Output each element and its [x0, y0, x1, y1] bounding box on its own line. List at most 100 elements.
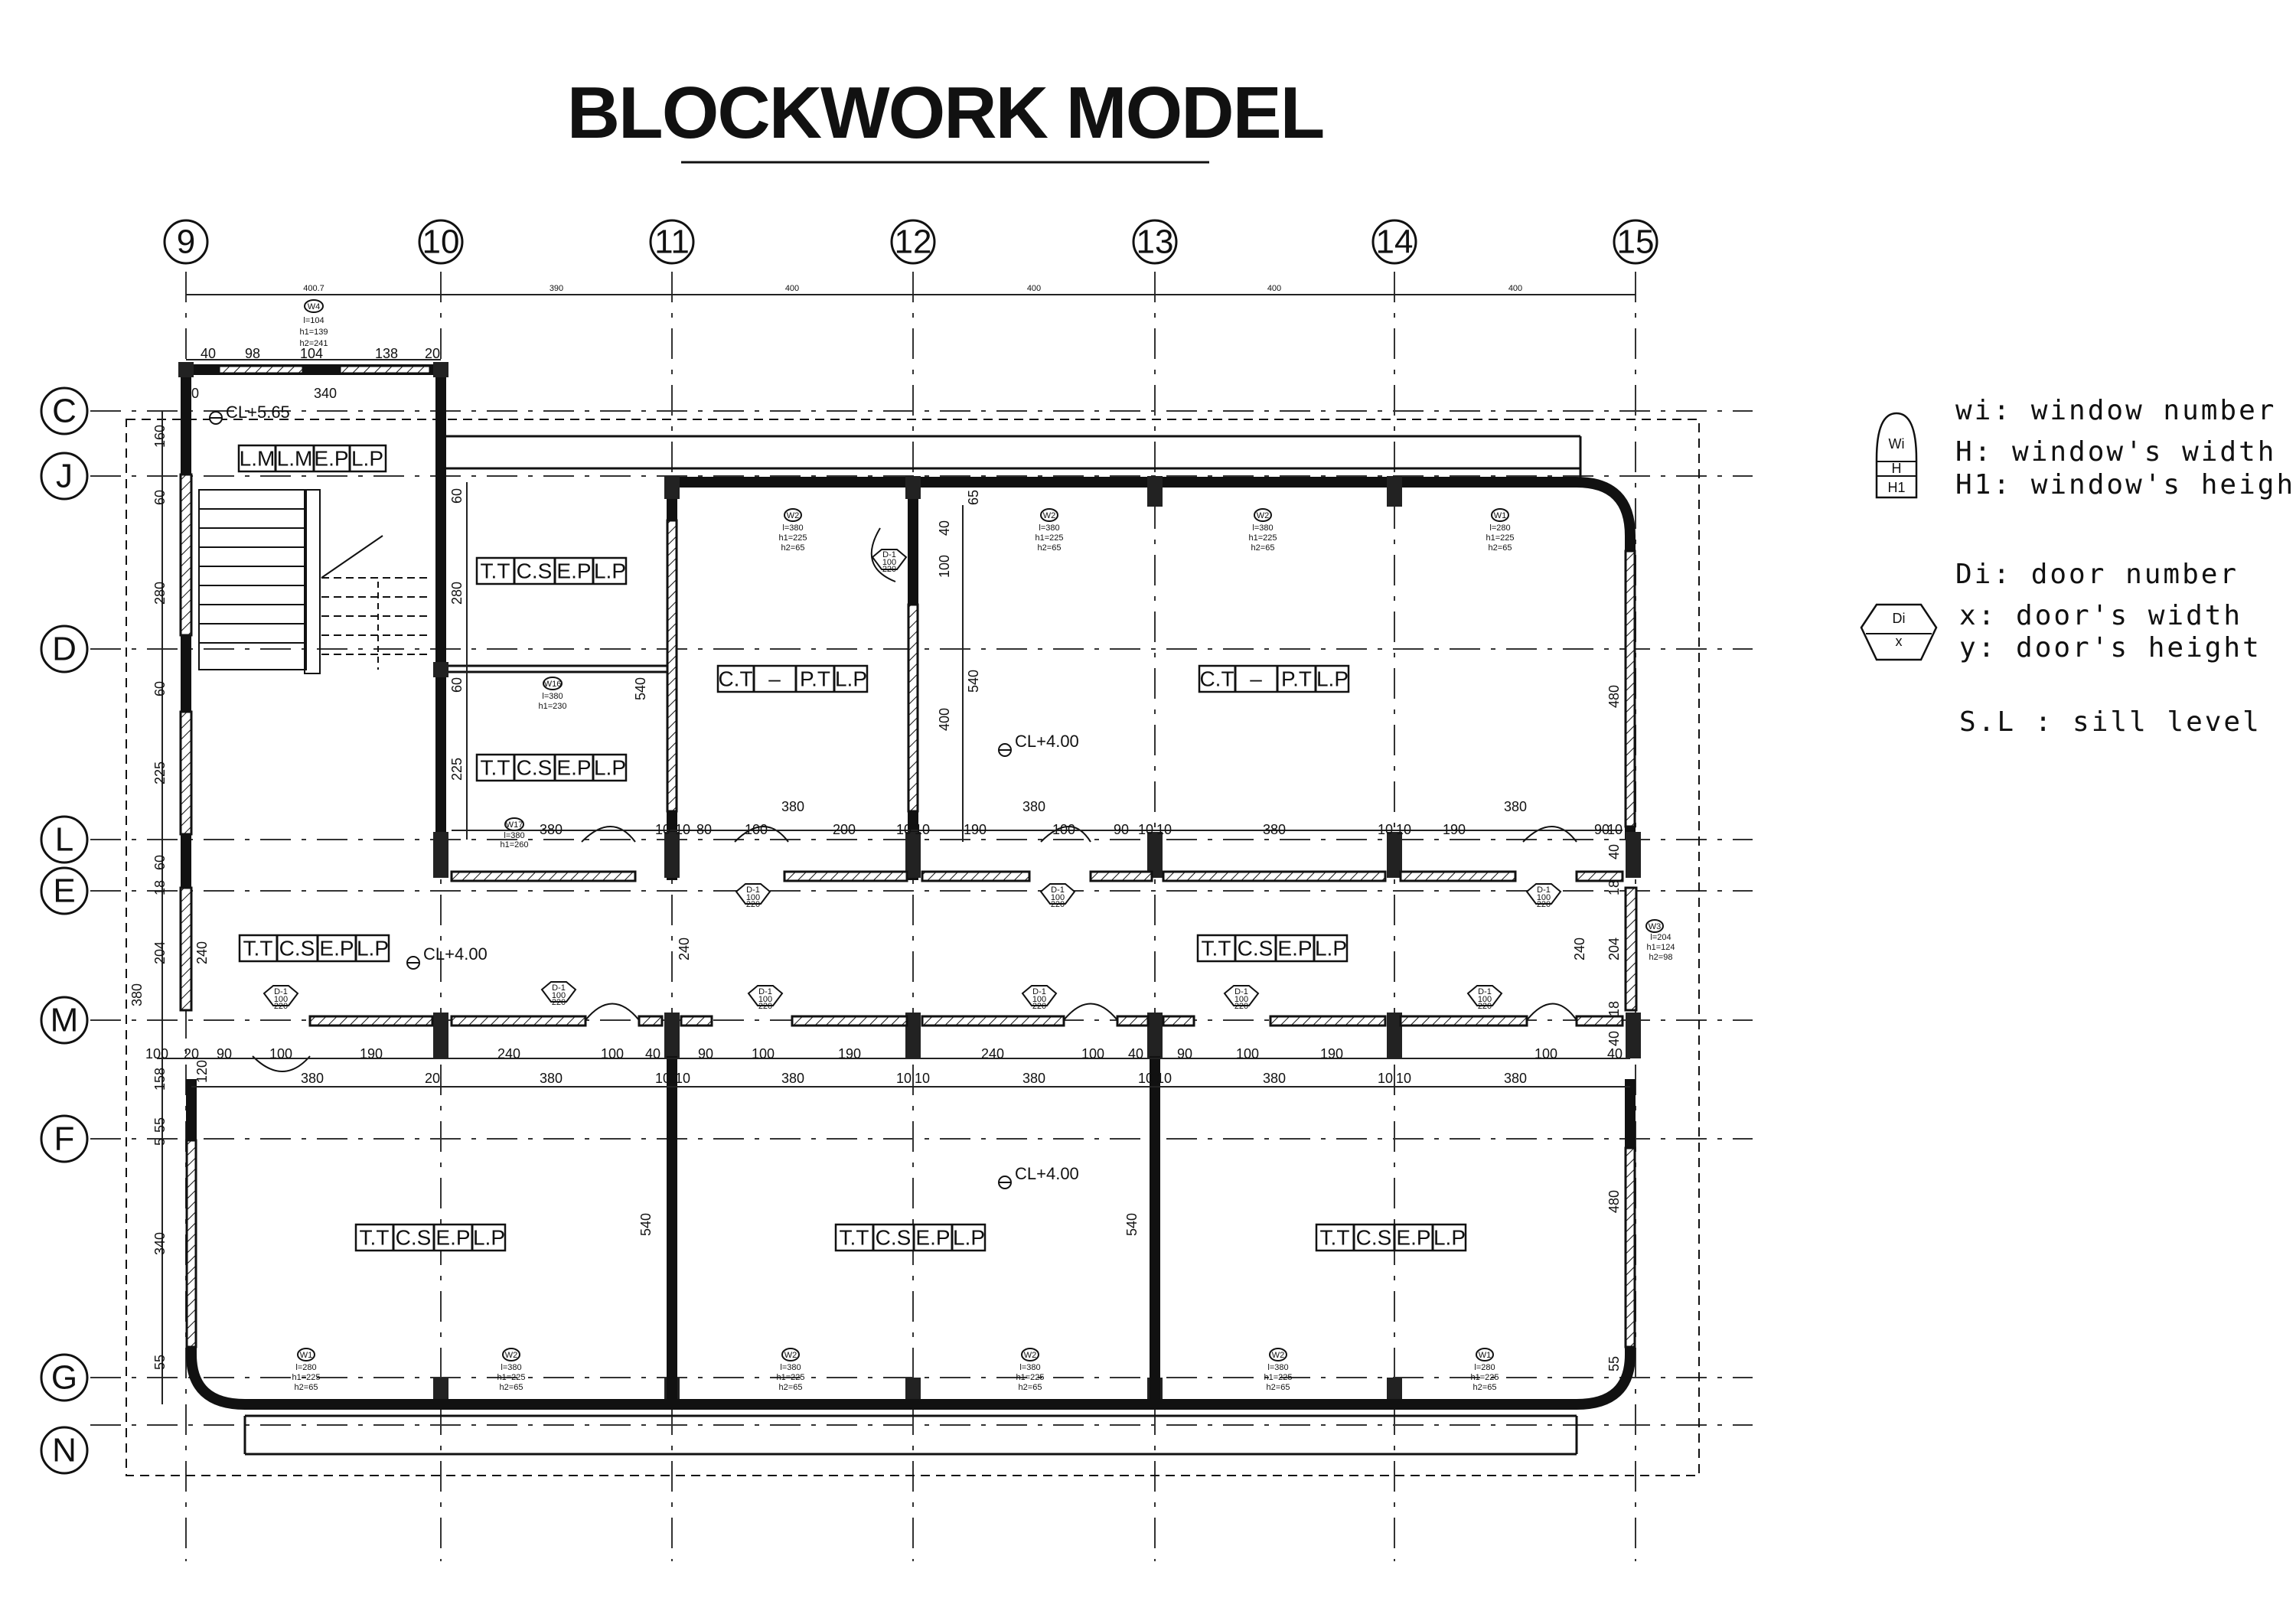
svg-text:80: 80: [696, 822, 712, 837]
svg-text:20: 20: [425, 346, 440, 361]
grid-label-C: C: [52, 393, 77, 430]
svg-text:CL+4.00: CL+4.00: [1015, 1164, 1079, 1183]
svg-text:40: 40: [1606, 844, 1622, 859]
grid-label-G: G: [51, 1359, 77, 1397]
svg-text:60: 60: [449, 488, 465, 504]
svg-text:90: 90: [1594, 822, 1609, 837]
vertical-gridlines: [185, 272, 1636, 1561]
svg-text:60: 60: [449, 677, 465, 693]
svg-text:400: 400: [785, 284, 799, 293]
svg-text:540: 540: [1124, 1213, 1140, 1236]
grid-label-10: 10: [422, 223, 460, 261]
svg-text:D-1: D-1: [758, 987, 772, 996]
svg-text:100: 100: [269, 1046, 292, 1061]
svg-text:100: 100: [1052, 822, 1075, 837]
svg-text:l=280: l=280: [1474, 1363, 1495, 1372]
lower-walls: [185, 1056, 1636, 1456]
svg-text:158: 158: [152, 1068, 168, 1091]
room-labels: L.M L.M E.P L.P T.T C.S E.P L.P T.T C.S …: [237, 444, 1467, 1252]
svg-text:l=280: l=280: [1489, 523, 1510, 533]
svg-text:L.M: L.M: [277, 447, 313, 471]
svg-text:h1=230: h1=230: [538, 702, 566, 711]
svg-text:h1=139: h1=139: [299, 328, 328, 337]
svg-text:D-1: D-1: [1051, 885, 1065, 895]
svg-text:10: 10: [1378, 1071, 1393, 1086]
svg-text:L.P: L.P: [1433, 1226, 1466, 1250]
svg-text:D-1: D-1: [1032, 987, 1046, 996]
svg-text:100: 100: [1234, 995, 1248, 1004]
svg-text:Di: Di: [1893, 611, 1906, 626]
svg-text:h2=65: h2=65: [779, 1383, 803, 1392]
svg-text:380: 380: [781, 799, 804, 814]
svg-text:h1=225: h1=225: [1486, 533, 1514, 543]
svg-text:T.T: T.T: [360, 1226, 390, 1250]
svg-text:100: 100: [601, 1046, 624, 1061]
svg-text:D-1: D-1: [882, 550, 896, 559]
svg-text:55: 55: [152, 1355, 168, 1370]
svg-text:380: 380: [1504, 799, 1527, 814]
svg-text:40: 40: [1606, 1031, 1622, 1046]
svg-text:L.P: L.P: [473, 1226, 505, 1250]
svg-text:10: 10: [675, 1071, 690, 1086]
svg-text:200: 200: [833, 822, 856, 837]
svg-text:100: 100: [552, 991, 566, 1000]
svg-text:40: 40: [1128, 1046, 1143, 1061]
svg-text:160: 160: [152, 425, 168, 448]
svg-text:540: 540: [966, 670, 981, 693]
svg-text:380: 380: [540, 1071, 563, 1086]
room-label-corridor-right: T.T C.S E.P L.P: [1196, 934, 1349, 963]
svg-text:l=104: l=104: [303, 316, 324, 325]
svg-text:90: 90: [698, 1046, 713, 1061]
svg-text:W1: W1: [1494, 511, 1507, 520]
svg-text:220: 220: [746, 900, 760, 909]
svg-text:65: 65: [966, 490, 981, 505]
svg-text:C.S: C.S: [517, 756, 553, 780]
svg-text:240: 240: [981, 1046, 1004, 1061]
room-label-corridor-left: T.T C.S E.P L.P: [238, 934, 390, 963]
grid-label-E: E: [53, 872, 75, 910]
svg-text:10: 10: [655, 822, 670, 837]
svg-text:10: 10: [1607, 822, 1623, 837]
svg-text:h2=65: h2=65: [781, 543, 805, 553]
svg-text:90: 90: [1114, 822, 1129, 837]
svg-text:540: 540: [633, 677, 648, 700]
svg-text:L.P: L.P: [357, 937, 389, 960]
legend-window-line-3: H1: window's height: [1955, 469, 2296, 501]
svg-text:225: 225: [449, 758, 465, 781]
svg-text:CL+5.65: CL+5.65: [226, 403, 290, 422]
grid-label-9: 9: [177, 223, 195, 261]
svg-text:l=204: l=204: [1650, 933, 1671, 942]
svg-text:100: 100: [1236, 1046, 1259, 1061]
svg-text:10: 10: [1396, 822, 1411, 837]
svg-text:T.T: T.T: [1320, 1226, 1350, 1250]
svg-text:l=380: l=380: [1019, 1363, 1040, 1372]
svg-text:h2=65: h2=65: [1489, 543, 1512, 553]
svg-text:340: 340: [152, 1232, 168, 1255]
svg-text:380: 380: [1263, 822, 1286, 837]
svg-text:Wi: Wi: [1889, 436, 1905, 452]
svg-text:220: 220: [882, 565, 896, 574]
legend-door-line-1: Di: door number: [1955, 559, 2239, 590]
svg-text:L.P: L.P: [351, 447, 383, 471]
svg-text:E.P: E.P: [556, 559, 591, 583]
svg-text:h1=124: h1=124: [1646, 943, 1675, 952]
svg-text:h1=225: h1=225: [1035, 533, 1063, 543]
svg-text:10: 10: [675, 822, 690, 837]
svg-text:L.P: L.P: [1315, 937, 1347, 960]
svg-text:100: 100: [1051, 893, 1065, 902]
svg-text:h2=65: h2=65: [1267, 1383, 1290, 1392]
upper-walls: [441, 477, 1636, 880]
page-title: BLOCKWORK MODEL: [567, 72, 1324, 154]
svg-text:18: 18: [1606, 880, 1622, 895]
room-label-upper-right: C.T – P.T L.P: [1198, 664, 1350, 693]
svg-text:W2: W2: [505, 1351, 518, 1360]
svg-text:18: 18: [152, 880, 168, 895]
svg-text:E.P: E.P: [319, 937, 354, 960]
grid-label-J: J: [56, 458, 73, 495]
svg-text:h2=65: h2=65: [295, 1383, 318, 1392]
